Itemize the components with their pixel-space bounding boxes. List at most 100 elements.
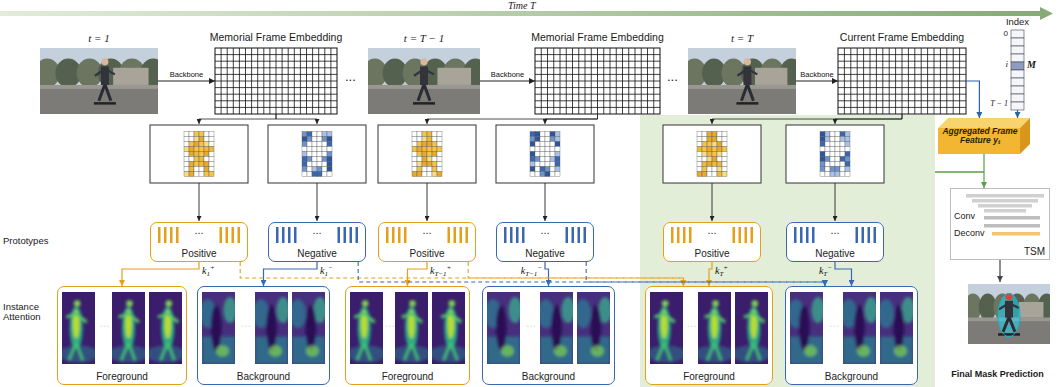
- feature-cell: [717, 152, 722, 157]
- flow-arrow: [199, 183, 200, 221]
- feature-cell: [820, 152, 825, 157]
- tsm-module: ConvDeconvTSM: [950, 188, 1050, 260]
- figure-part: [158, 314, 178, 323]
- feature-cell: [540, 142, 545, 147]
- figure-part: [306, 305, 317, 351]
- attention-map: [202, 292, 235, 364]
- edge-label: Backbone: [491, 71, 524, 79]
- figure-part: [74, 300, 81, 307]
- index-cell: [1011, 70, 1024, 78]
- figure-part: [698, 300, 731, 362]
- figure-part: [496, 305, 507, 351]
- feature-cell: [432, 172, 437, 177]
- feature-cell: [712, 132, 717, 137]
- attention-map: [292, 292, 325, 364]
- node-text: Background: [237, 371, 290, 382]
- figure-part: [591, 345, 604, 357]
- prototype-bar: [572, 227, 575, 243]
- feature-cell: [820, 167, 825, 172]
- feature-cell: [204, 132, 209, 137]
- feature-cell: [194, 152, 199, 157]
- feature-cell: [327, 142, 332, 147]
- figure-part: [215, 87, 337, 88]
- embedding-grid: [838, 48, 966, 114]
- feature-cell: [845, 167, 850, 172]
- node-text: Conv: [954, 212, 975, 222]
- feature-cell: [530, 172, 535, 177]
- feature-cell: [412, 132, 417, 137]
- connector: [1017, 110, 1018, 118]
- flow-arrow: [712, 114, 902, 124]
- prototype-bar: [344, 227, 347, 243]
- figure-part: [535, 61, 660, 62]
- feature-cell: [550, 152, 555, 157]
- feature-cell: [312, 152, 317, 157]
- feature-cell: [427, 137, 432, 142]
- feature-cell: [204, 157, 209, 162]
- feature-cell: [189, 172, 194, 177]
- prototype-bar: [868, 227, 871, 243]
- attention-ground: [645, 286, 773, 385]
- feature-cell: [322, 137, 327, 142]
- feature-cell: [427, 162, 432, 167]
- feature-cell: [530, 152, 535, 157]
- feature-cell: [189, 147, 194, 152]
- attention-ground: [197, 286, 330, 385]
- prototype-bar: [584, 227, 587, 243]
- node-text: Index: [1006, 17, 1029, 27]
- figure-part: [857, 345, 870, 357]
- feature-cell: [417, 172, 422, 177]
- prototype-bar: [392, 227, 395, 243]
- feature-cell: [722, 157, 727, 162]
- node-text: 0: [1004, 30, 1008, 39]
- feature-cell: [422, 152, 427, 157]
- attention-map: [577, 292, 610, 364]
- feature-cell: [835, 172, 840, 177]
- feature-cell: [417, 167, 422, 172]
- figure-part: [215, 67, 337, 68]
- layer-bar: [984, 224, 1040, 228]
- figure-part: [747, 342, 761, 360]
- figure-part: [554, 345, 567, 357]
- feature-cell: [317, 137, 322, 142]
- figure-part: [741, 84, 753, 101]
- node-text: ...: [830, 224, 839, 236]
- flow-arrow: [712, 183, 713, 221]
- feature-cell: [437, 142, 442, 147]
- feature-cell: [535, 137, 540, 142]
- feature-cell: [712, 147, 717, 152]
- figure-part: [752, 300, 759, 307]
- node-text: Deconv: [954, 229, 985, 239]
- feature-cell: [845, 172, 850, 177]
- feature-cell: [535, 172, 540, 177]
- feature-cell: [209, 172, 214, 177]
- figure-part: [420, 66, 428, 84]
- prototype-ground: [663, 222, 761, 262]
- feature-cell: [717, 172, 722, 177]
- feature-cell: [697, 152, 702, 157]
- feature-cell: [312, 157, 317, 162]
- feature-cell: [437, 167, 442, 172]
- figure-part: [354, 314, 374, 323]
- feature-cell: [432, 167, 437, 172]
- prototype-bar: [689, 227, 692, 243]
- prototype-bar: [276, 227, 279, 243]
- figure-part: [362, 300, 369, 307]
- free-label: Prototypes: [3, 236, 48, 246]
- figure-part: [402, 314, 422, 323]
- connector: [835, 262, 852, 286]
- node-text: ...: [829, 317, 839, 330]
- feature-cell: [530, 162, 535, 167]
- feature-cell: [717, 162, 722, 167]
- flow-arrow: [276, 114, 317, 124]
- feature-cell: [432, 152, 437, 157]
- feature-cell: [194, 137, 199, 142]
- figure-part: [166, 300, 173, 307]
- figure-part: [838, 74, 966, 75]
- feature-cell: [535, 152, 540, 157]
- feature-cell: [702, 172, 707, 177]
- feature-cell: [540, 147, 545, 152]
- flow-arrow: [427, 183, 428, 221]
- edge-label: Backbone: [800, 71, 833, 79]
- prototype-bar: [683, 227, 686, 243]
